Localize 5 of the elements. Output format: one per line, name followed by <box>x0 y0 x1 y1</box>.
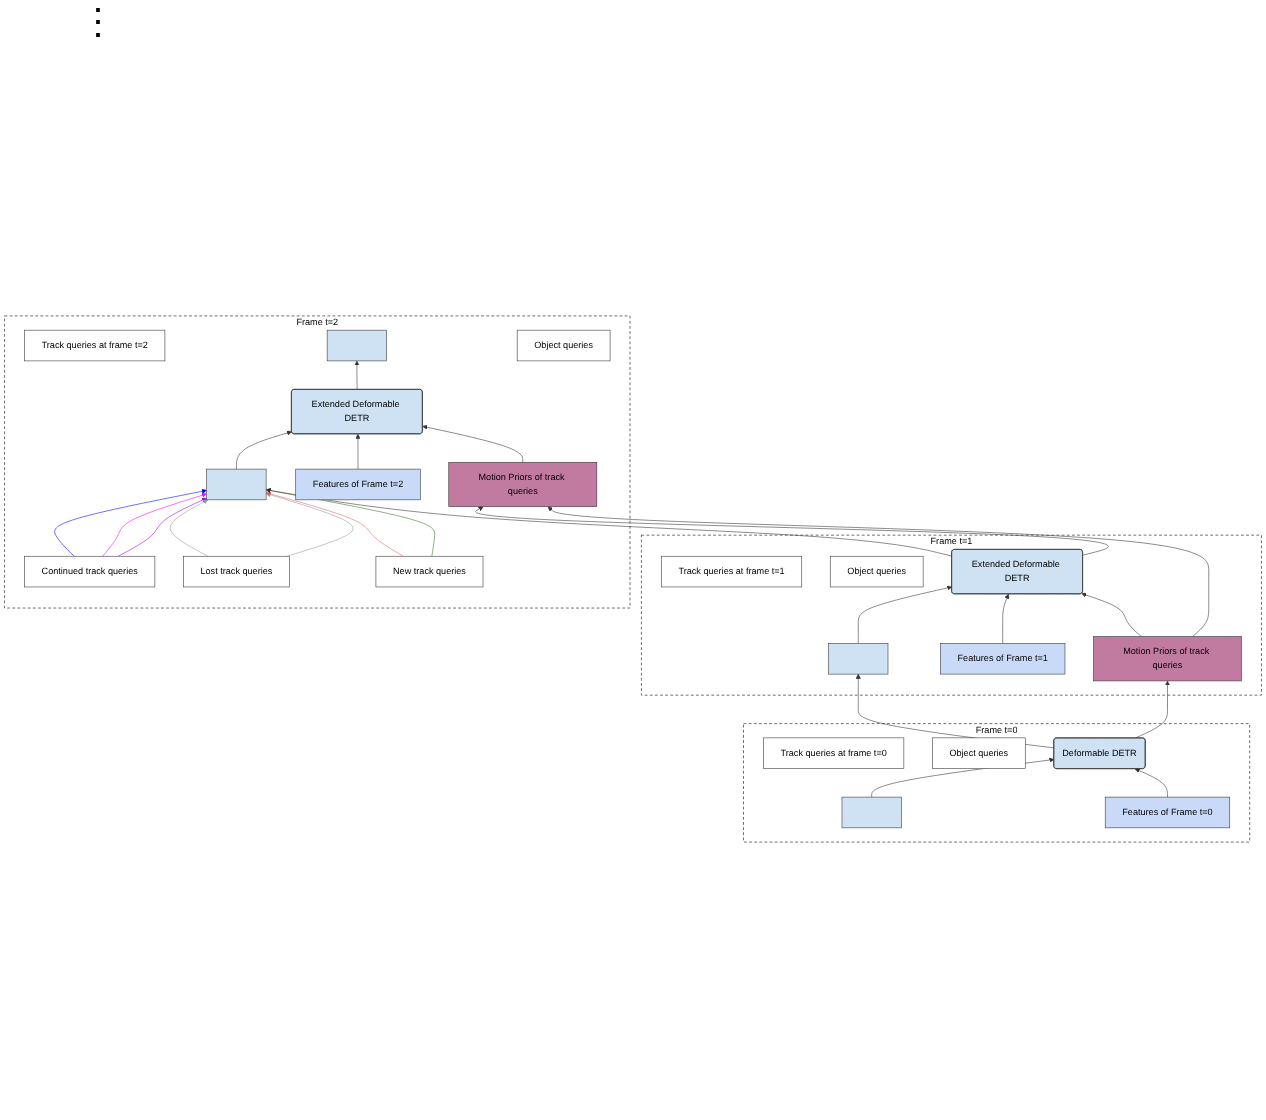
node-box <box>841 796 902 829</box>
node-box <box>828 643 889 675</box>
node-box <box>206 468 267 501</box>
ellipsis-text: ⋮ <box>80 2 116 42</box>
node-box <box>326 329 387 362</box>
